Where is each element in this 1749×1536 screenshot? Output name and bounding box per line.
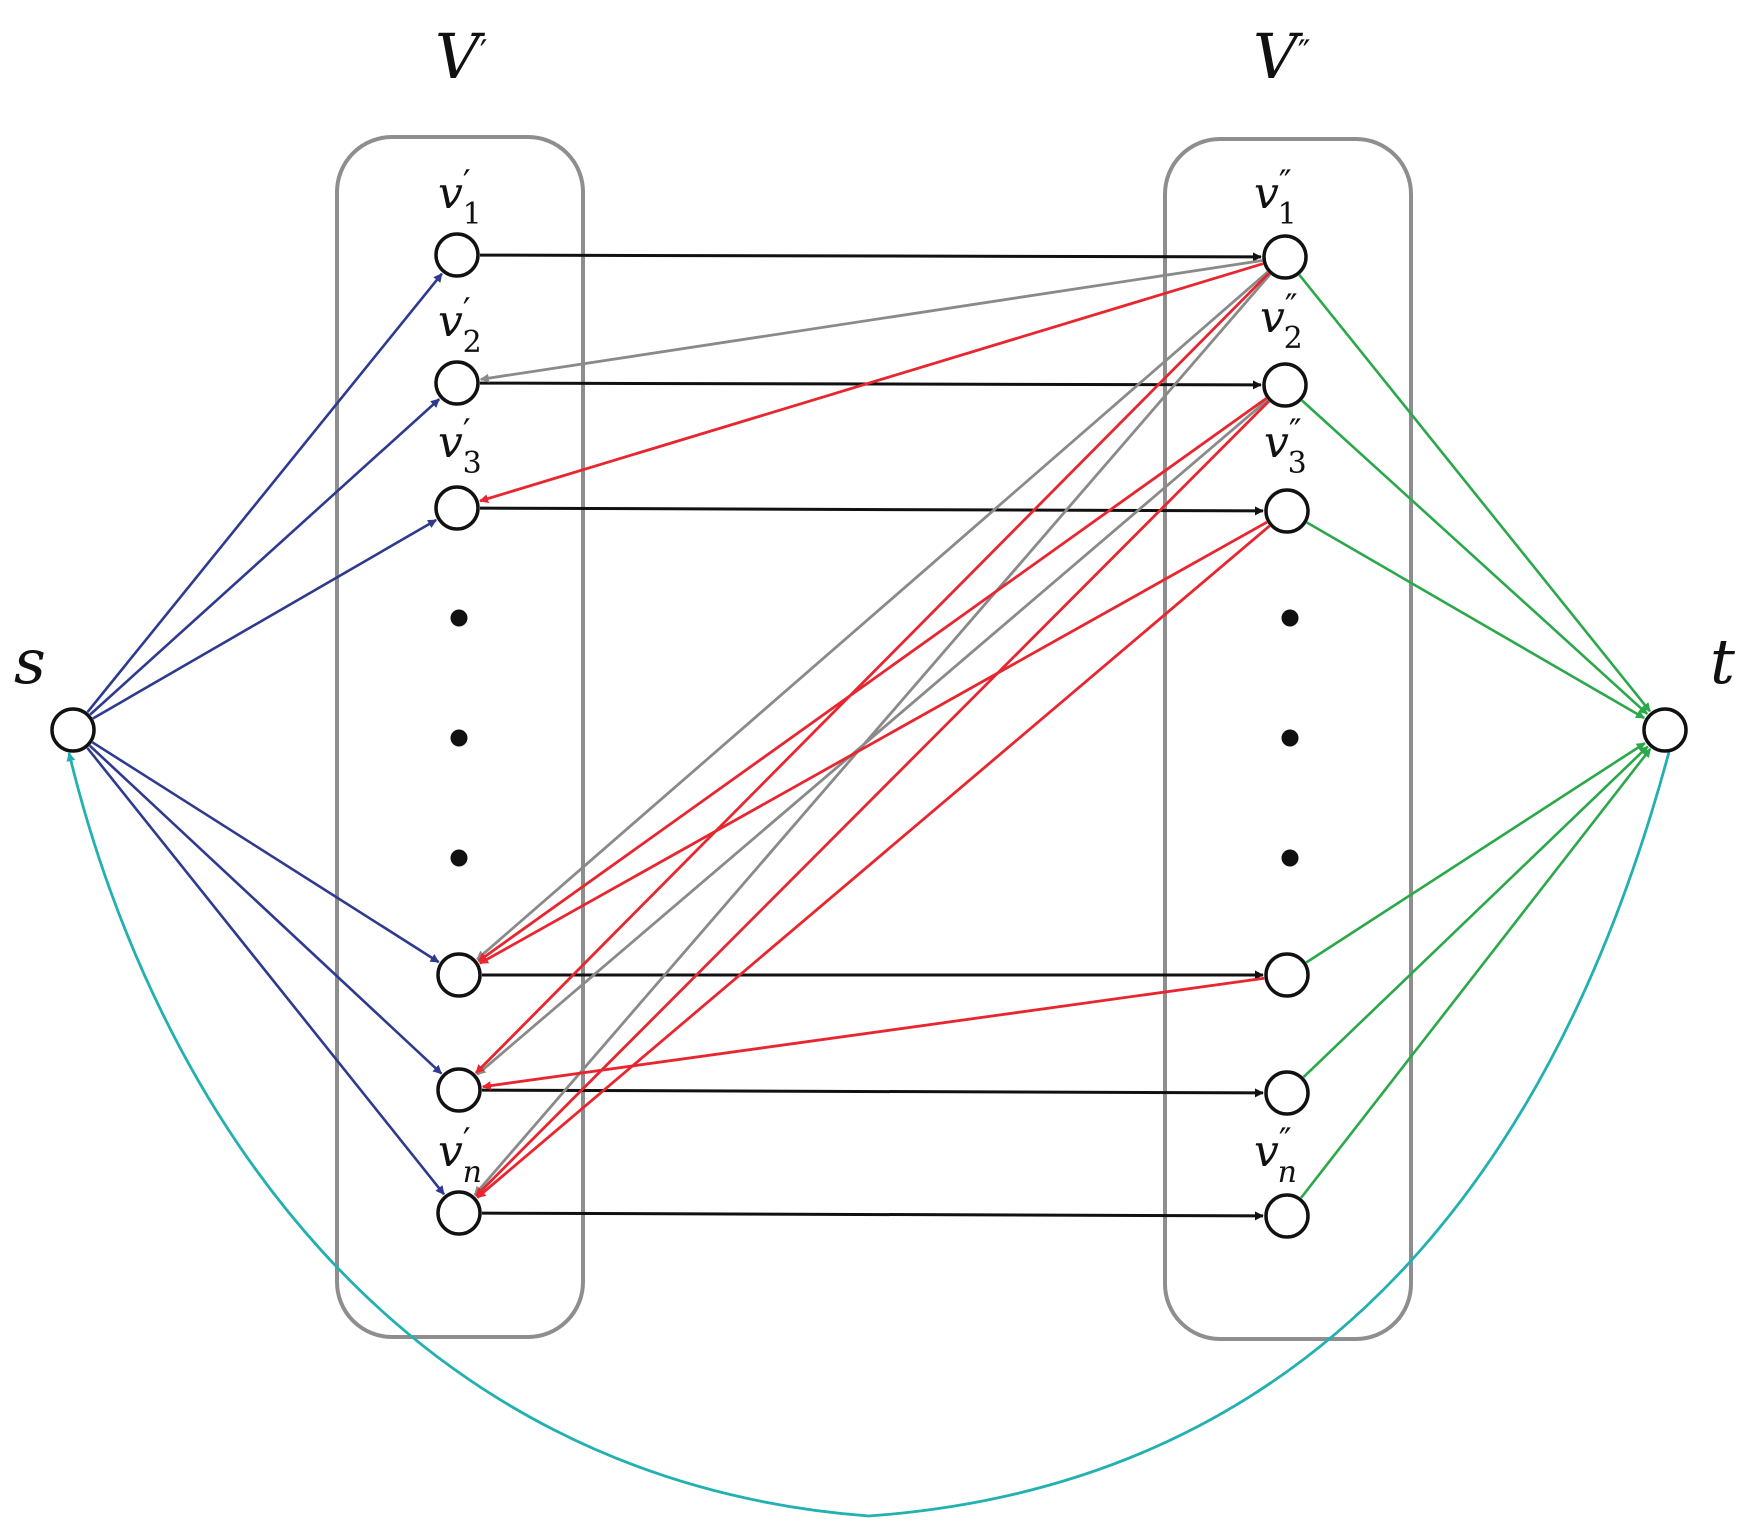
edge-red-back-R1-L5	[474, 272, 1270, 1074]
node-r4	[1264, 952, 1310, 998]
edge-left-to-right-L3-R3	[479, 506, 1264, 516]
edge-red-back-R4-L5	[481, 976, 1265, 1091]
edge-gray-back-R2-L5	[476, 398, 1269, 1076]
right-set-label: V″	[1253, 20, 1310, 93]
edge-red-back-R2-L4	[477, 397, 1268, 963]
sink-label: t	[1710, 625, 1735, 698]
left-set-label: V′	[435, 20, 488, 93]
node-l5	[436, 1067, 482, 1113]
edge-right-to-sink-R6-t	[1300, 748, 1652, 1199]
edge-right-to-sink-R2-t	[1301, 399, 1649, 715]
left-ellipsis-dot	[450, 729, 468, 747]
node-label-vn-double-prime: v″n	[1254, 1121, 1297, 1190]
node-label-v2-prime: v′2	[438, 291, 482, 360]
node-r3	[1264, 488, 1310, 534]
node-layer	[50, 232, 1688, 1239]
edge-source-to-left-s-L2	[89, 398, 441, 716]
edge-gray-back-R1-L2	[479, 259, 1263, 383]
edge-gray-back-R1-L6	[473, 273, 1272, 1196]
edge-right-to-sink-R4-t	[1305, 742, 1646, 964]
edge-left-to-right-L6-R6	[481, 1211, 1264, 1221]
edge-red-back-R3-L4	[479, 520, 1268, 965]
node-label-v3-double-prime: v″3	[1264, 412, 1307, 481]
node-label-v3-prime: v′3	[438, 412, 482, 481]
node-l1	[434, 232, 480, 278]
node-l3	[434, 485, 480, 531]
node-s	[50, 707, 96, 753]
node-l2	[434, 360, 480, 406]
right-ellipsis-dot	[1281, 729, 1299, 747]
right-set-box	[1163, 137, 1413, 1341]
edge-layer	[66, 252, 1671, 1518]
node-r6	[1264, 1193, 1310, 1239]
node-r1	[1262, 234, 1308, 280]
edge-red-back-R2-L6	[475, 400, 1270, 1197]
edge-left-to-right-L5-R5	[481, 1088, 1264, 1098]
node-r5	[1264, 1070, 1310, 1116]
edge-source-to-left-s-L5	[88, 744, 443, 1075]
node-label-v1-double-prime: v″1	[1254, 163, 1297, 232]
node-t	[1642, 707, 1688, 753]
edge-source-to-left-s-L4	[91, 741, 440, 964]
edge-right-to-sink-R5-t	[1302, 745, 1649, 1079]
edge-source-to-left-s-L1	[86, 272, 443, 713]
right-ellipsis-dot	[1281, 609, 1299, 627]
left-ellipsis-dot	[450, 609, 468, 627]
edge-return-t-s	[66, 751, 1671, 1518]
left-ellipsis-dot	[450, 849, 468, 867]
edge-source-to-left-s-L3	[92, 518, 437, 720]
edge-red-back-R1-L3	[479, 262, 1264, 503]
node-l4	[436, 952, 482, 998]
edge-red-back-R3-L6	[476, 524, 1271, 1199]
node-l6	[436, 1190, 482, 1236]
edge-right-to-sink-R1-t	[1298, 274, 1652, 713]
edge-right-to-sink-R3-t	[1306, 521, 1645, 720]
edge-source-to-left-s-L6	[86, 747, 446, 1196]
right-ellipsis-dot	[1281, 849, 1299, 867]
node-label-v2-double-prime: v″2	[1260, 287, 1303, 356]
source-label: s	[14, 625, 46, 698]
edge-left-to-right-L1-R1	[479, 252, 1262, 262]
node-label-v1-prime: v′1	[438, 163, 482, 232]
edge-gray-back-R1-L4	[476, 271, 1269, 961]
left-set-box	[335, 135, 585, 1339]
node-label-vn-prime: v′n	[438, 1121, 482, 1190]
node-r2	[1262, 362, 1308, 408]
